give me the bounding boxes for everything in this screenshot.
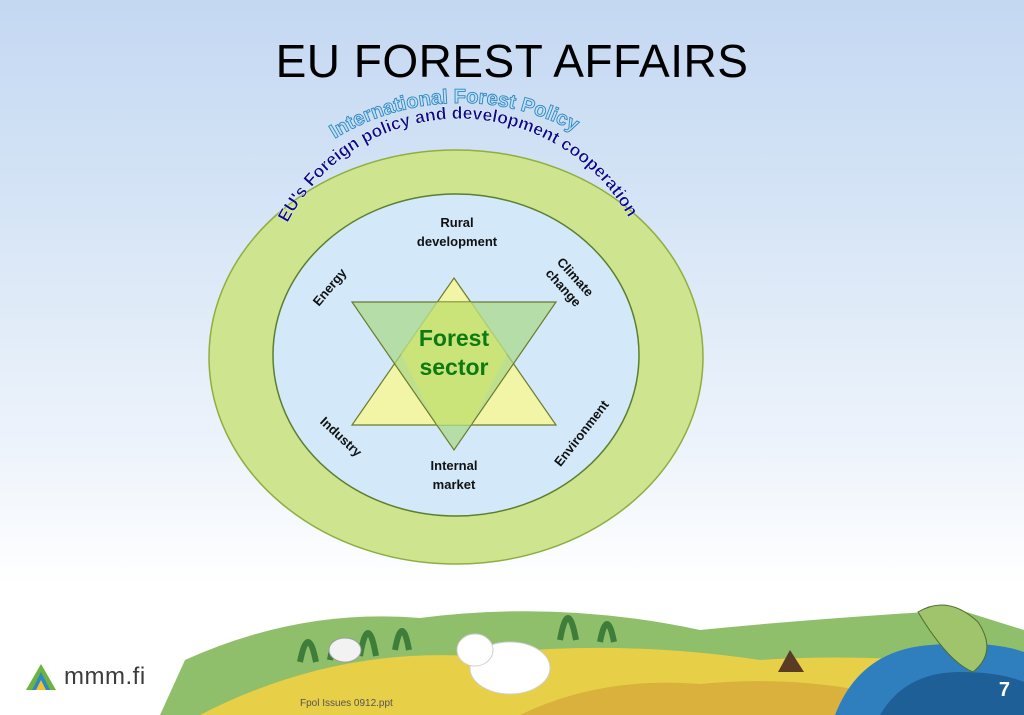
topic-market-line1: Internal [431, 458, 478, 473]
center-label-forest: Forest [419, 325, 490, 351]
logo-icon [26, 664, 56, 690]
page-number: 7 [998, 679, 1010, 701]
logo-text: mmm.fi [64, 663, 146, 690]
landscape-illustration [160, 604, 1024, 715]
slide-title: EU FOREST AFFAIRS [275, 35, 749, 87]
mmm-logo: mmm.fi [24, 662, 146, 692]
center-overlap [401, 302, 507, 425]
topic-rural-line2: development [417, 234, 498, 249]
topic-rural-line1: Rural [440, 215, 473, 230]
center-label-sector: sector [419, 354, 488, 380]
topic-market-line2: market [433, 477, 476, 492]
footer-filename: Fpol Issues 0912.ppt [300, 698, 393, 709]
